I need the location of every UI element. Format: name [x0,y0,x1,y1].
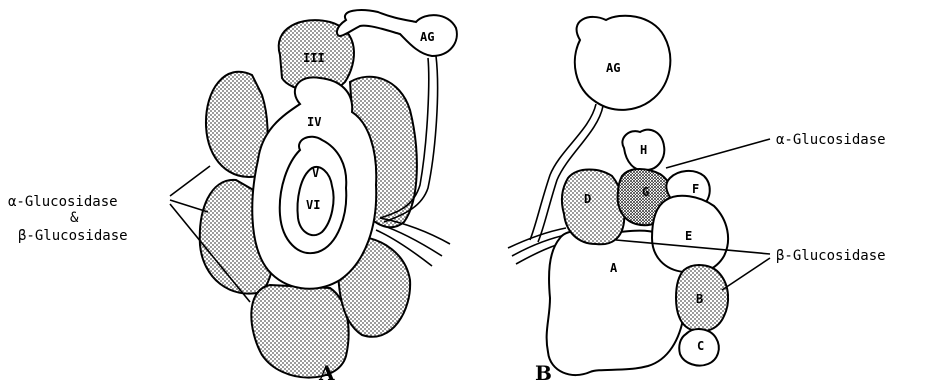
label-b-e: E [685,229,692,243]
label-b-g: G [642,185,649,199]
label-b-ag: AG [606,61,620,75]
label-a-ag: AG [420,30,434,44]
annotation-b-beta: β-Glucosidase [776,248,886,264]
label-b-a: A [610,261,618,275]
lobe-b-ag [575,16,671,110]
label-a-v: V [312,166,319,180]
leader-b-alpha [666,139,770,168]
leader-b-beta-2 [722,258,770,290]
label-b-b: B [696,292,703,306]
panel-b: AG A B C D E F G H α-Glucosidase β-Gluco… [508,16,886,385]
leader-a-1 [170,166,210,196]
lobe-a-ag [337,10,457,56]
annotation-a-line3: β-Glucosidase [18,228,128,244]
label-b-c: C [697,339,704,353]
panel-b-label: B [535,361,552,385]
label-a-iv: IV [307,115,321,129]
annotation-a-line2: & [70,210,79,226]
label-b-d: D [584,192,591,206]
panel-a-label: A [318,361,335,385]
lobe-b-d [562,170,625,245]
label-b-f: F [692,182,699,196]
annotation-b-alpha: α-Glucosidase [776,132,886,148]
label-b-h: H [640,143,647,157]
annotation-a-line1: α-Glucosidase [8,194,118,210]
label-a-vi: VI [306,198,320,212]
label-a-iii: III [303,51,325,65]
panel-a: AG III IV V VI α-Glucosidase & β-Glucosi… [8,10,457,385]
